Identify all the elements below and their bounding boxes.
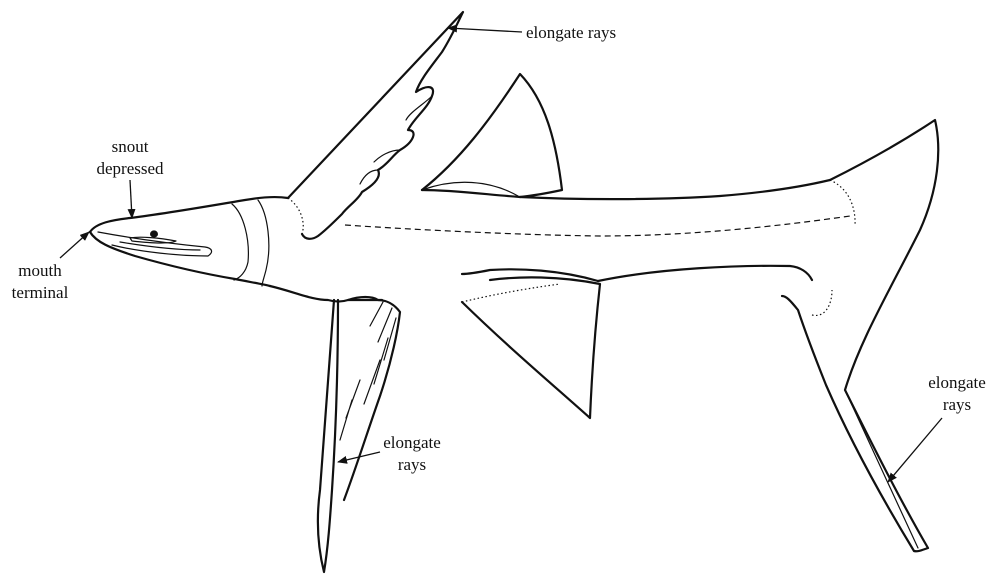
snout-outline	[90, 197, 288, 232]
caudal-rays-label-line2: rays	[943, 395, 971, 414]
ventral-rays-label-line2: rays	[398, 455, 426, 474]
pectoral-fin-upper	[288, 12, 463, 239]
label-snout-depressed: snout depressed	[96, 137, 164, 218]
caudal-rays-label-line1: elongate	[928, 373, 986, 392]
label-mouth-terminal: mouth terminal	[12, 232, 89, 302]
eye	[150, 230, 158, 237]
snout-label-line2: depressed	[96, 159, 164, 178]
mouth-label-line2: terminal	[12, 283, 69, 302]
ventral-rays-label-line1: elongate	[383, 433, 441, 452]
anal-fin-base	[462, 284, 560, 302]
mouth-label-line1: mouth	[18, 261, 62, 280]
mouth-arrow	[60, 232, 89, 258]
lateral-line	[345, 216, 850, 236]
fish-body-outline	[90, 180, 855, 315]
anal-fin	[462, 277, 600, 418]
back-outline	[422, 180, 830, 199]
lower-jaw-outline	[90, 232, 270, 286]
dorsal-rays-arrow	[448, 28, 522, 32]
dorsal-rays-label: elongate rays	[526, 23, 616, 42]
label-ventral-elongate-rays: elongate rays	[338, 433, 441, 474]
gill-cover-outline	[258, 200, 269, 286]
label-caudal-elongate-rays: elongate rays	[888, 373, 986, 482]
snout-label-line1: snout	[112, 137, 149, 156]
belly-outline	[270, 286, 382, 302]
caudal-peduncle-upper	[830, 180, 855, 226]
snout-arrow	[130, 180, 132, 218]
label-dorsal-elongate-rays: elongate rays	[448, 23, 616, 42]
caudal-rays-arrow	[888, 418, 942, 482]
caudal-peduncle-lower	[812, 290, 832, 315]
pectoral-fin-base	[288, 198, 303, 234]
operculum-outline	[232, 204, 248, 280]
dorsal-fin	[422, 74, 562, 197]
